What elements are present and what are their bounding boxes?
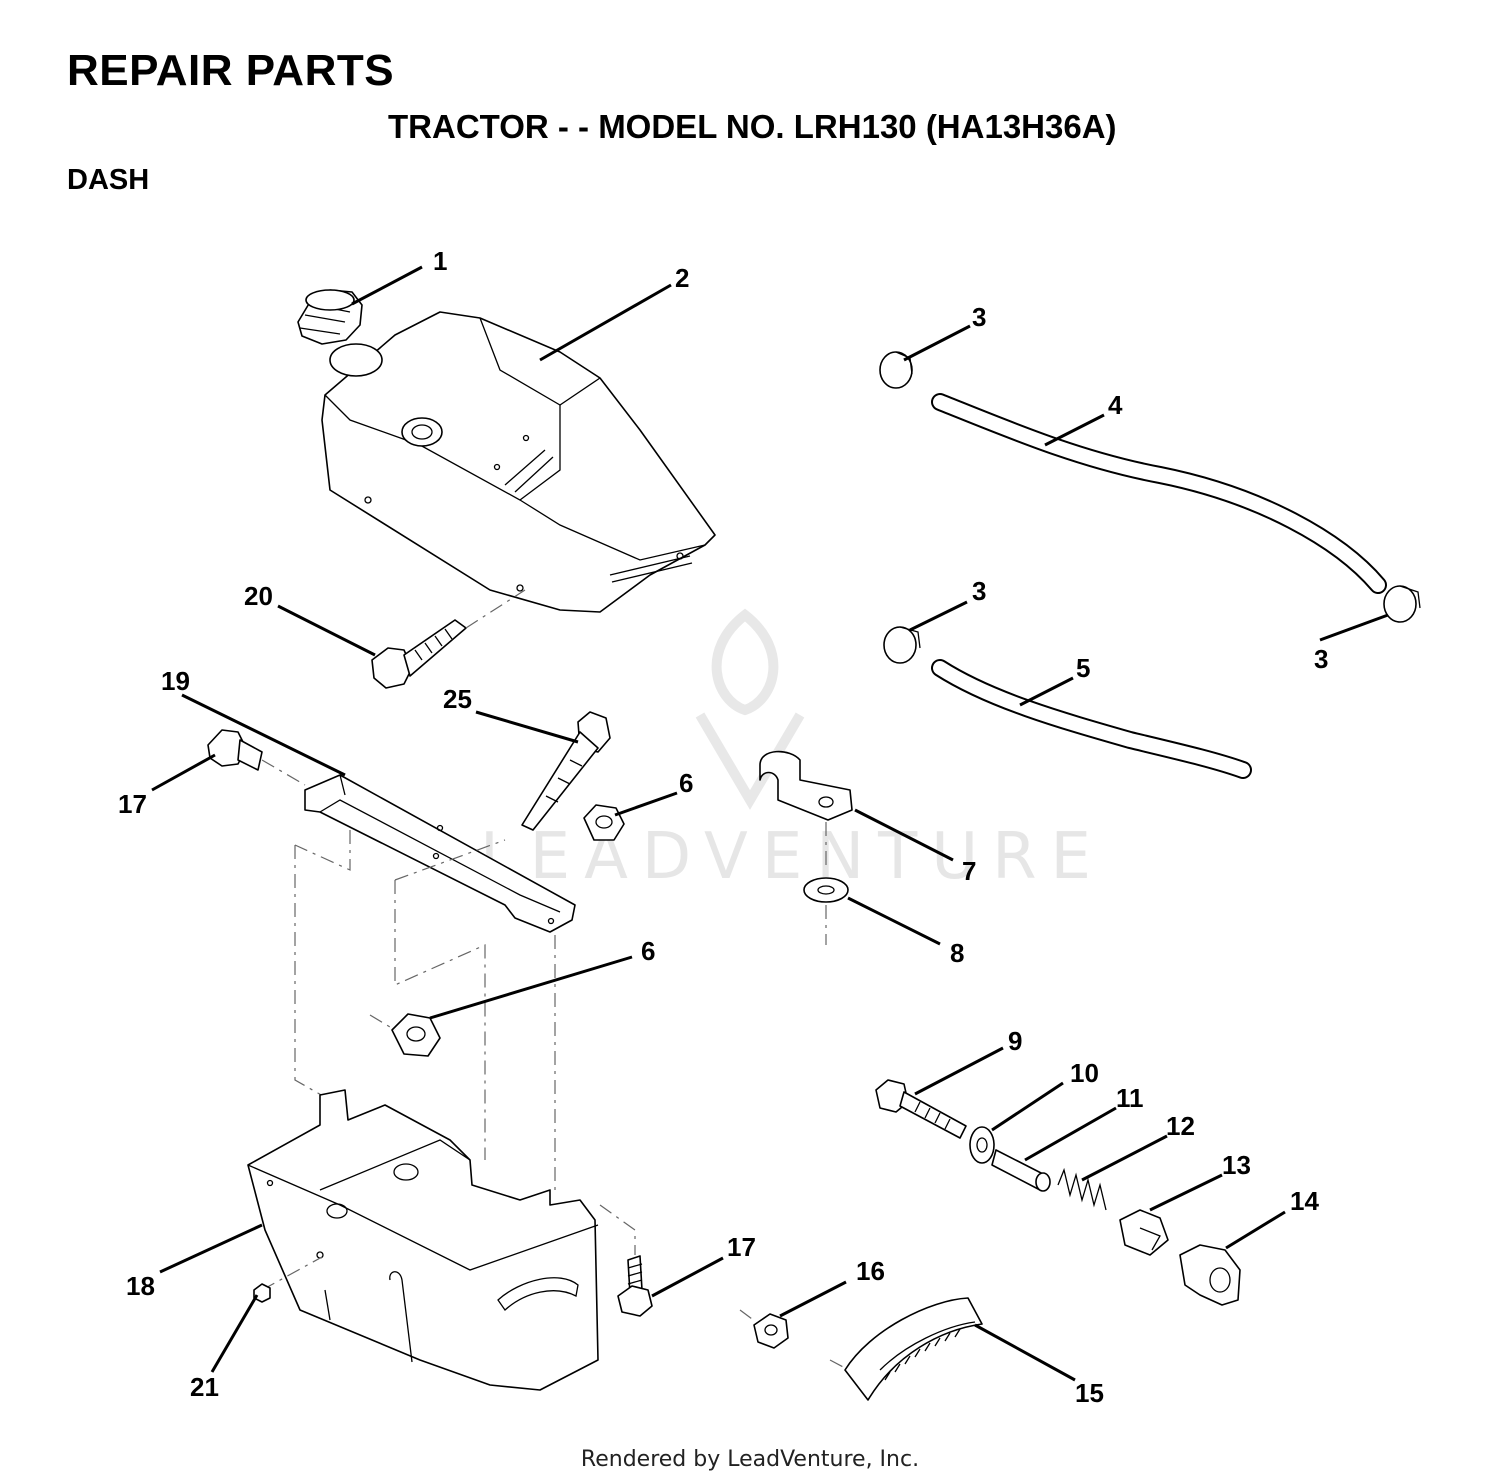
leadventure-watermark: LEADVENTURE (480, 608, 1105, 894)
callout-18: 18 (126, 1271, 155, 1301)
bolt-part-9 (875, 1079, 967, 1139)
callout-6: 6 (641, 936, 655, 966)
bolt-part-17-bottom (599, 1204, 653, 1317)
callout-4: 4 (1108, 390, 1123, 420)
hose-clamp-part-3b (883, 626, 921, 664)
nut-part-6-upper (583, 804, 625, 841)
washer-part-8 (803, 877, 849, 945)
nut-part-16 (739, 1309, 789, 1349)
flame-v-logo-icon (695, 608, 805, 810)
callout-6: 6 (679, 768, 693, 798)
callout-20: 20 (244, 581, 273, 611)
callout-3: 3 (1314, 644, 1328, 674)
bolt-part-17-top (207, 729, 306, 786)
callout-1: 1 (433, 246, 447, 276)
callout-7: 7 (962, 856, 976, 886)
hose-clip-part-7 (759, 750, 853, 870)
spring-part-12 (1057, 1167, 1107, 1211)
section-label: DASH (67, 164, 150, 196)
fuel-hose-part-4 (931, 393, 1387, 594)
hose-clamp-part-3c (1383, 585, 1421, 623)
bolt-part-25 (521, 711, 611, 831)
callout-12: 12 (1166, 1111, 1195, 1141)
callout-3: 3 (972, 302, 986, 332)
leader-lines (151, 265, 1389, 1382)
bracket-part-14 (1179, 1244, 1241, 1306)
nut-part-6-lower (369, 1013, 441, 1057)
callout-17: 17 (118, 789, 147, 819)
callout-13: 13 (1222, 1150, 1251, 1180)
page-title: REPAIR PARTS (67, 46, 395, 95)
spacer-part-11 (991, 1149, 1051, 1192)
dash-shroud-part (321, 311, 716, 613)
washer-part-10 (969, 1126, 995, 1164)
callout-9: 9 (1008, 1026, 1022, 1056)
fuel-cap-part (297, 289, 363, 345)
callout-8: 8 (950, 938, 964, 968)
callout-21: 21 (190, 1372, 219, 1402)
dash-panel-part-18 (247, 1089, 599, 1391)
callout-11: 11 (1116, 1083, 1144, 1113)
footer-credit: Rendered by LeadVenture, Inc. (580, 1447, 920, 1472)
gauge-plate-part-15 (829, 1297, 983, 1401)
nut-part-21 (253, 1283, 271, 1303)
fuel-hose-part-5 (931, 659, 1252, 779)
callout-25: 25 (443, 684, 472, 714)
callout-2: 2 (675, 263, 689, 293)
watermark-text: LEADVENTURE (480, 820, 1105, 894)
screw-part-20 (371, 589, 526, 689)
callout-16: 16 (856, 1256, 885, 1286)
callout-3: 3 (972, 576, 986, 606)
lock-part-13 (1119, 1209, 1169, 1256)
callout-5: 5 (1076, 653, 1090, 683)
hose-clamp-part-3a (879, 351, 913, 389)
model-subtitle: TRACTOR - - MODEL NO. LRH130 (HA13H36A) (388, 108, 1117, 145)
callout-10: 10 (1070, 1058, 1099, 1088)
callout-15: 15 (1075, 1378, 1104, 1408)
bracket-part-19 (294, 774, 576, 1195)
callout-17: 17 (727, 1232, 756, 1262)
callout-19: 19 (161, 666, 190, 696)
callout-14: 14 (1290, 1186, 1319, 1216)
